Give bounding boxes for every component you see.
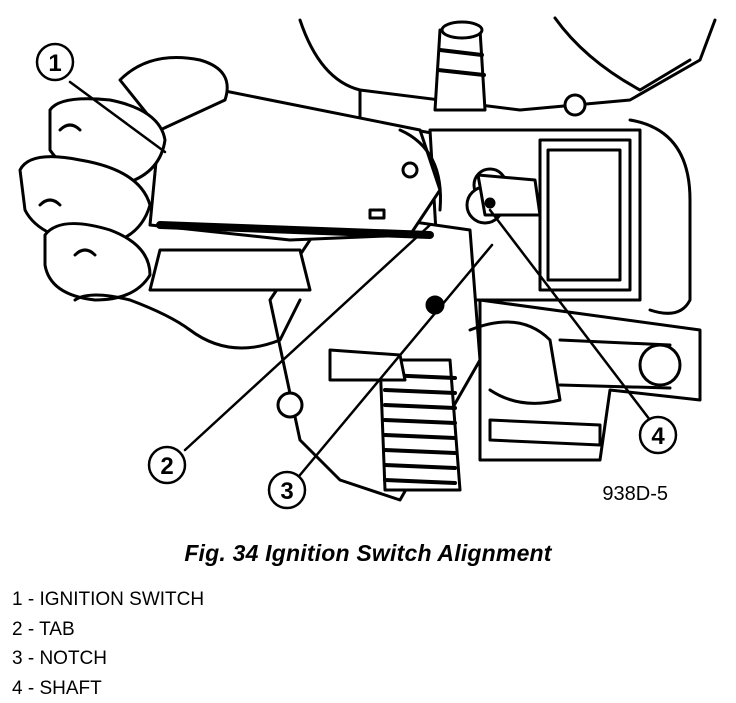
figure-caption: Fig. 34 Ignition Switch Alignment <box>0 540 736 567</box>
legend-list: 1 - IGNITION SWITCH 2 - TAB 3 - NOTCH 4 … <box>12 585 204 703</box>
shaft-socket <box>467 175 540 223</box>
callout-label-1: 1 <box>48 50 61 77</box>
legend-item-tab: 2 - TAB <box>12 615 204 645</box>
legend-item-shaft: 4 - SHAFT <box>12 674 204 703</box>
callout-label-3: 3 <box>280 478 293 505</box>
legend-item-notch: 3 - NOTCH <box>12 644 204 674</box>
column-pin <box>435 22 485 110</box>
figure-code: 938D-5 <box>602 483 668 505</box>
ignition-switch-diagram: 1 2 3 4 938D-5 <box>0 0 736 530</box>
callout-label-4: 4 <box>651 423 665 450</box>
legend-item-ignition-switch: 1 - IGNITION SWITCH <box>12 585 204 615</box>
callout-label-2: 2 <box>160 453 173 480</box>
